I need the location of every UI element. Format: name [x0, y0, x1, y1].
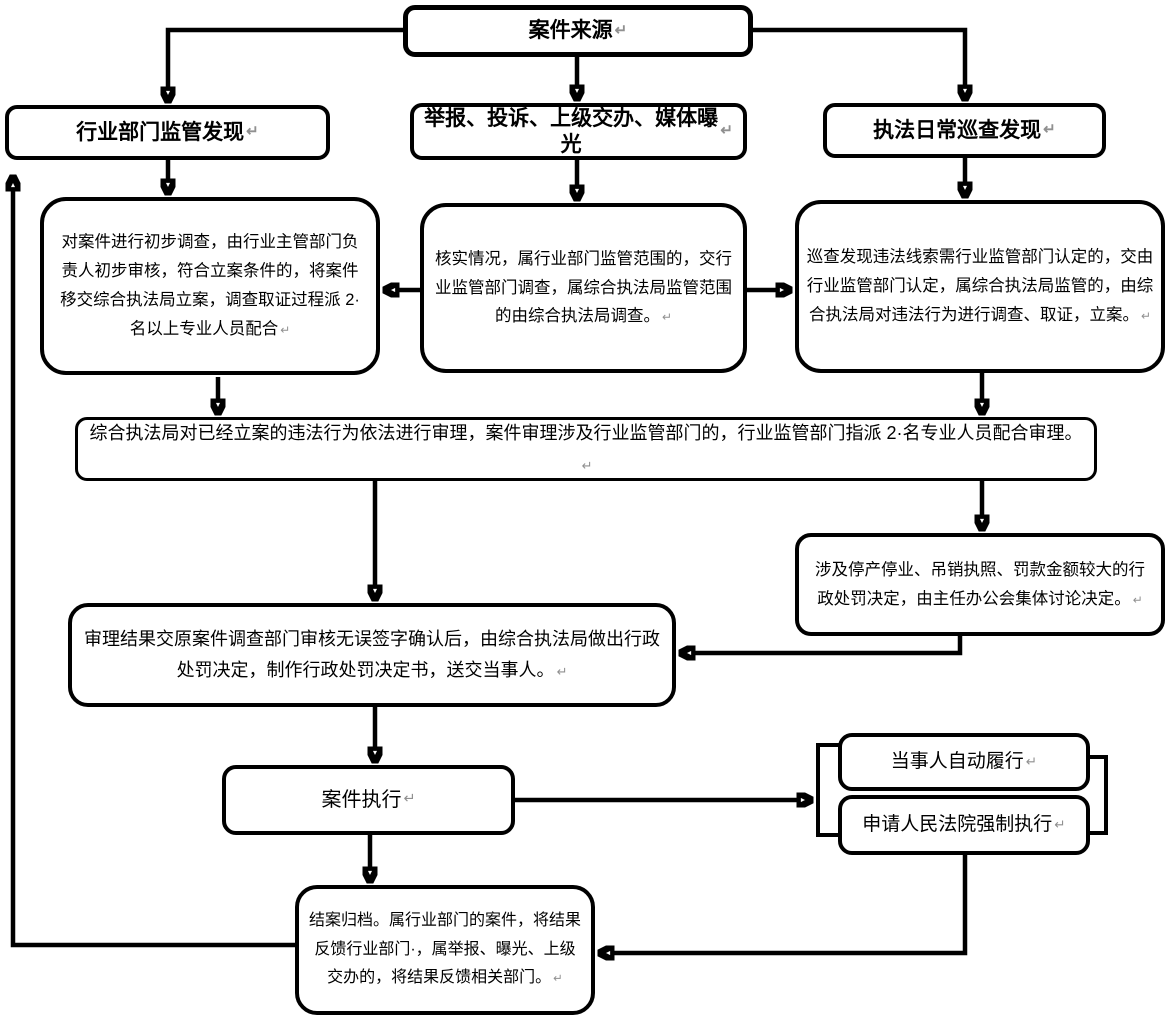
paragraph-mark: ↵	[720, 122, 733, 140]
node-major-penalty-label: 涉及停产停业、吊销执照、罚款金额较大的行政处罚决定，由主任办公会集体讨论决定。	[815, 560, 1145, 608]
paragraph-mark: ↵	[614, 21, 628, 39]
node-decision-label: 审理结果交原案件调查部门审核无误签字确认后，由综合执法局做出行政处罚决定，制作行…	[84, 628, 660, 681]
node-voluntary: 当事人自动履行↵	[838, 733, 1090, 791]
paragraph-mark: ↵	[556, 664, 568, 679]
node-patrol-header: 执法日常巡查发现↵	[823, 103, 1106, 158]
paragraph-mark: ↵	[581, 458, 593, 473]
node-patrol-detail-label: 巡查发现违法线索需行业监管部门认定的，交由行业监管部门认定，属综合执法局监管的，…	[806, 248, 1154, 324]
paragraph-mark: ↵	[280, 322, 291, 337]
arrow-source-to-industry-header	[168, 27, 403, 89]
node-industry-header-label: 行业部门监管发现	[76, 120, 245, 144]
paragraph-mark: ↵	[1025, 754, 1038, 770]
node-voluntary-label: 当事人自动履行	[890, 751, 1024, 773]
bracket-right-options	[1088, 755, 1108, 835]
node-patrol-detail: 巡查发现违法线索需行业监管部门认定的，交由行业监管部门认定，属综合执法局监管的，…	[795, 200, 1165, 373]
paragraph-mark: ↵	[662, 310, 672, 325]
node-court: 申请人民法院强制执行↵	[838, 795, 1090, 855]
node-case-source: 案件来源↵	[403, 5, 753, 57]
node-industry-header: 行业部门监管发现↵	[5, 105, 330, 160]
arrow-court-to-closing	[612, 855, 968, 953]
node-review-label: 综合执法局对已经立案的违法行为依法进行审理，案件审理涉及行业监管部门的，行业监管…	[89, 422, 1083, 443]
node-court-label: 申请人民法院强制执行	[862, 814, 1053, 836]
paragraph-mark: ↵	[1132, 592, 1143, 607]
paragraph-mark: ↵	[1043, 121, 1056, 139]
node-major-penalty: 涉及停产停业、吊销执照、罚款金额较大的行政处罚决定，由主任办公会集体讨论决定。↵	[795, 533, 1165, 636]
paragraph-mark: ↵	[1054, 817, 1066, 833]
node-execution-label: 案件执行	[321, 788, 402, 811]
node-review: 综合执法局对已经立案的违法行为依法进行审理，案件审理涉及行业监管部门的，行业监管…	[75, 417, 1097, 481]
node-report-header: 举报、投诉、上级交办、媒体曝光↵	[410, 103, 747, 160]
node-report-header-label: 举报、投诉、上级交办、媒体曝光	[424, 107, 719, 156]
paragraph-mark: ↵	[403, 791, 416, 808]
arrow-major-penalty-to-decision	[693, 636, 963, 653]
paragraph-mark: ↵	[553, 973, 563, 986]
node-closing-label: 结案归档。属行业部门的案件，将结果反馈行业部门·，属举报、曝光、上级交办的，将结…	[309, 911, 582, 987]
paragraph-mark: ↵	[246, 123, 259, 141]
bracket-left-options	[816, 743, 840, 837]
node-closing: 结案归档。属行业部门的案件，将结果反馈行业部门·，属举报、曝光、上级交办的，将结…	[295, 885, 595, 1015]
node-industry-detail: 对案件进行初步调查，由行业主管部门负责人初步审核，符合立案条件的，将案件移交综合…	[40, 197, 380, 375]
node-decision: 审理结果交原案件调查部门审核无误签字确认后，由综合执法局做出行政处罚决定，制作行…	[68, 603, 676, 707]
node-patrol-header-label: 执法日常巡查发现	[873, 118, 1042, 142]
node-case-source-label: 案件来源	[528, 19, 613, 43]
node-report-detail: 核实情况，属行业部门监管范围的，交行业监管部门调查，属综合执法局监管范围的由综合…	[420, 203, 747, 373]
node-execution: 案件执行↵	[222, 765, 515, 835]
node-industry-detail-label: 对案件进行初步调查，由行业主管部门负责人初步审核，符合立案条件的，将案件移交综合…	[60, 233, 360, 338]
arrow-source-to-patrol-header	[753, 27, 965, 87]
node-report-detail-label: 核实情况，属行业部门监管范围的，交行业监管部门调查，属综合执法局监管范围的由综合…	[435, 249, 732, 326]
paragraph-mark: ↵	[1141, 308, 1151, 323]
arrow-closing-feedback-to-industry	[13, 189, 295, 948]
